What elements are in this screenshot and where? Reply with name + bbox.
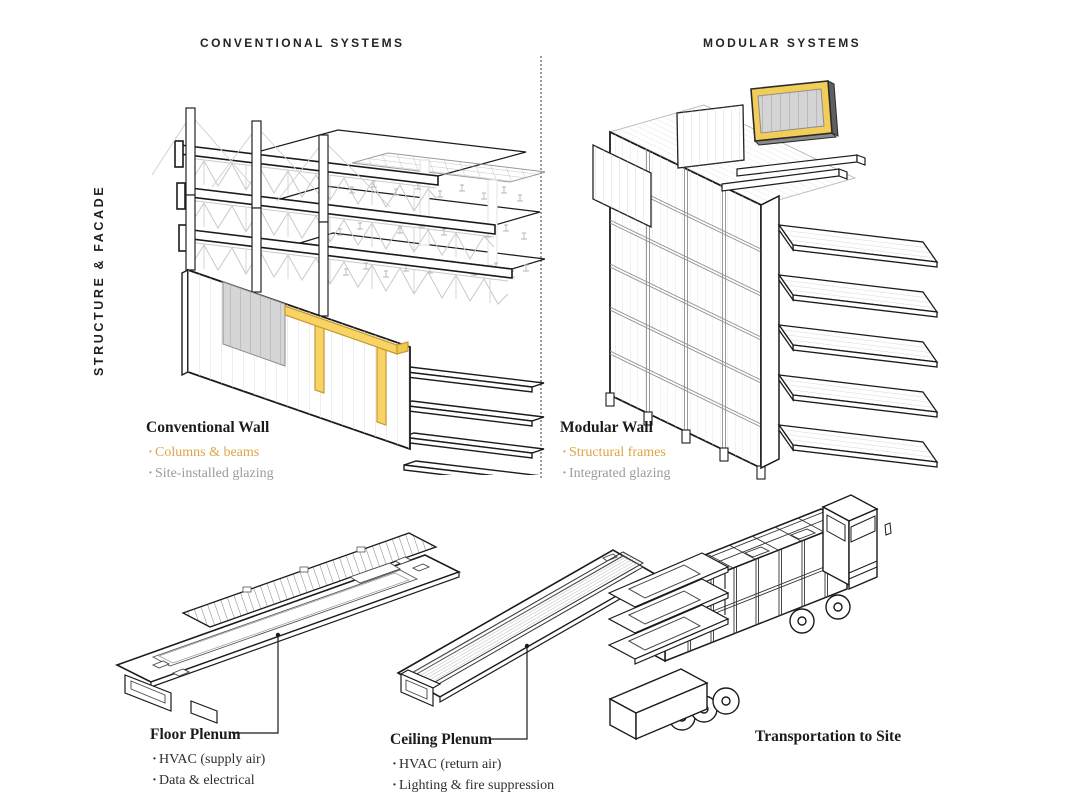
bullet-item: ·Site-installed glazing — [148, 466, 274, 481]
floor-slab — [114, 554, 462, 724]
bullet-item: ·Lighting & fire suppression — [392, 778, 555, 793]
floor-plenum-drawing — [114, 532, 462, 734]
modular-floor-plates — [777, 222, 939, 468]
highlighted-columns-and-beam — [284, 305, 409, 426]
dotted-divider — [540, 56, 542, 478]
truck-front-box — [608, 668, 709, 741]
floor-plenum-bullets: ·HVAC (supply air) ·Data & electrical — [150, 749, 265, 791]
bullet-item: ·Columns & beams — [148, 445, 260, 460]
conventional-wall-title: Conventional Wall — [146, 419, 270, 436]
transportation-label: Transportation to Site — [755, 728, 901, 751]
floor-plenum-leader — [232, 632, 281, 734]
ceiling-plenum-bullets: ·HVAC (return air) ·Lighting & fire suppr… — [390, 754, 554, 796]
ceiling-plenum-leader — [490, 643, 530, 740]
modular-wall-bullets: ·Structural frames ·Integrated glazing — [560, 442, 670, 484]
floor-plenum-title: Floor Plenum — [150, 726, 241, 743]
header-conventional-systems: CONVENTIONAL SYSTEMS — [200, 36, 405, 50]
header-modular-systems: MODULAR SYSTEMS — [703, 36, 862, 50]
ceiling-plenum-label: Ceiling Plenum ·HVAC (return air) ·Lighti… — [390, 731, 554, 796]
ceiling-duct-end — [399, 669, 442, 707]
conventional-wall — [181, 268, 411, 451]
bullet-item: ·Integrated glazing — [562, 466, 671, 481]
transportation-title: Transportation to Site — [755, 728, 902, 745]
masts — [151, 107, 391, 317]
ceiling-plenum-title: Ceiling Plenum — [390, 731, 493, 748]
truss-lattice — [187, 157, 509, 305]
site-installed-glazing-panel — [222, 281, 286, 367]
truck-cab — [821, 494, 892, 591]
conventional-wall-label: Conventional Wall ·Columns & beams ·Site-… — [146, 419, 274, 484]
highlighted-structural-frame-panel — [750, 80, 839, 146]
modular-wall-label: Modular Wall ·Structural frames ·Integrat… — [560, 419, 670, 484]
conventional-wall-bullets: ·Columns & beams ·Site-installed glazing — [146, 442, 274, 484]
bullet-item: ·Data & electrical — [152, 773, 255, 788]
grid-deck — [351, 152, 545, 183]
floating-beams — [721, 154, 866, 192]
truss-posts — [203, 161, 491, 303]
floor-plenum-label: Floor Plenum ·HVAC (supply air) ·Data & e… — [150, 726, 265, 791]
bullet-item: ·HVAC (return air) — [392, 757, 502, 772]
raised-floor-deck — [181, 532, 438, 628]
ceiling-plenum-drawing — [396, 549, 657, 740]
modular-wall-panels — [592, 104, 745, 229]
bullet-item: ·HVAC (supply air) — [152, 752, 266, 767]
modular-building-drawing — [592, 80, 939, 480]
bullet-item: ·Structural frames — [562, 445, 666, 460]
transport-truck-drawing — [607, 494, 892, 741]
lower-floor-plates — [397, 366, 545, 475]
stacked-modules — [607, 552, 730, 665]
conventional-building-drawing — [151, 107, 545, 475]
modular-wall-title: Modular Wall — [560, 419, 653, 436]
